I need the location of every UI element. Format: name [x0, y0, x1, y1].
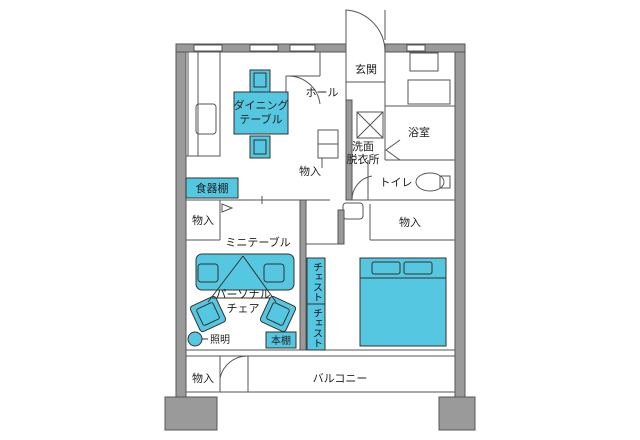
- toilet-label: トイレ: [380, 176, 413, 189]
- cupboard: [185, 177, 239, 199]
- dining-table-label-1: ダイニング: [234, 98, 289, 112]
- bathroom-label: 浴室: [408, 125, 430, 139]
- chest-lower: [306, 303, 326, 351]
- chest-lower-label: チェスト: [311, 308, 322, 348]
- cupboard-label: 食器棚: [196, 181, 229, 195]
- personal-chair-label-1: パーソナル: [216, 288, 271, 301]
- personal-chair-label-2: チェア: [227, 302, 260, 315]
- chest-upper-label: チェスト: [311, 262, 322, 302]
- storage-hall-label: 物入: [299, 164, 321, 178]
- personal-chair-right: [259, 295, 297, 333]
- bookshelf: [265, 331, 297, 349]
- mini-table-chair-left: [197, 263, 219, 283]
- dining-set: [233, 69, 289, 159]
- genkan-label: 玄関: [355, 62, 377, 76]
- lamp: [187, 331, 203, 347]
- balcony-label: バルコニー: [313, 372, 368, 385]
- doors: [219, 9, 401, 379]
- bed-pillow-left: [371, 261, 401, 275]
- top-windows: [193, 44, 426, 52]
- living-set: [187, 253, 297, 349]
- dining-table-label-2: テーブル: [239, 112, 282, 126]
- washroom-label-1: 洗面: [352, 140, 374, 153]
- storage-left-label: 物入: [192, 213, 214, 227]
- storage-balcony-label: 物入: [192, 371, 214, 385]
- bed: [359, 257, 447, 347]
- chests: [306, 257, 326, 351]
- mini-table-label: ミニテーブル: [225, 235, 290, 249]
- bookshelf-label: 本棚: [271, 334, 291, 347]
- storage-bedroom-label: 物入: [399, 215, 421, 229]
- personal-chair-left: [189, 295, 227, 333]
- washroom-label-2: 脱衣所: [347, 152, 380, 166]
- dining-table: [233, 91, 289, 135]
- mini-table-chair-right: [263, 263, 285, 283]
- hall-label: ホール: [306, 86, 339, 99]
- lamp-label: 照明: [210, 334, 230, 346]
- bed-pillow-right: [403, 261, 433, 275]
- thick-walls: [299, 99, 353, 351]
